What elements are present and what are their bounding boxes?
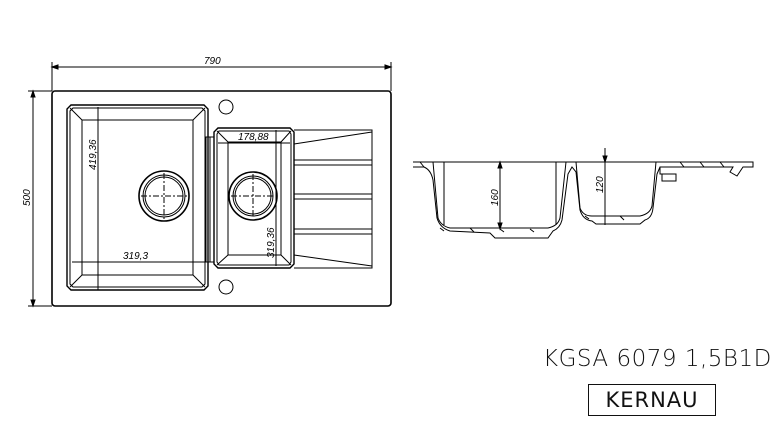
dim-large-bowl-width: 319,3 [123,251,148,262]
dim-small-bowl-length: 319,36 [266,227,277,258]
large-bowl: 419,36 319,3 [66,104,209,291]
dim-large-bowl-length: 419,36 [88,139,99,170]
section-view: 160 120 [413,148,754,239]
sink-outline [51,90,392,307]
dim-overall-width: 790 [204,56,221,67]
dim-large-bowl-depth: 160 [490,189,501,206]
tap-hole [218,279,234,295]
top-view: 790 500 419,36 319,3 [22,56,393,308]
model-title: KGSA 6079 1,5B1D [543,346,772,372]
drain-small [228,171,278,221]
brand-logo: KERNAU [588,384,716,416]
dim-small-bowl-depth: 120 [595,176,606,193]
tap-hole [218,99,234,115]
drainboard [293,129,373,269]
small-bowl: 178,88 319,36 [213,127,295,269]
dim-overall-depth: 500 [22,189,33,206]
dim-small-bowl-width: 178,88 [238,132,269,143]
drain-large [138,170,190,222]
